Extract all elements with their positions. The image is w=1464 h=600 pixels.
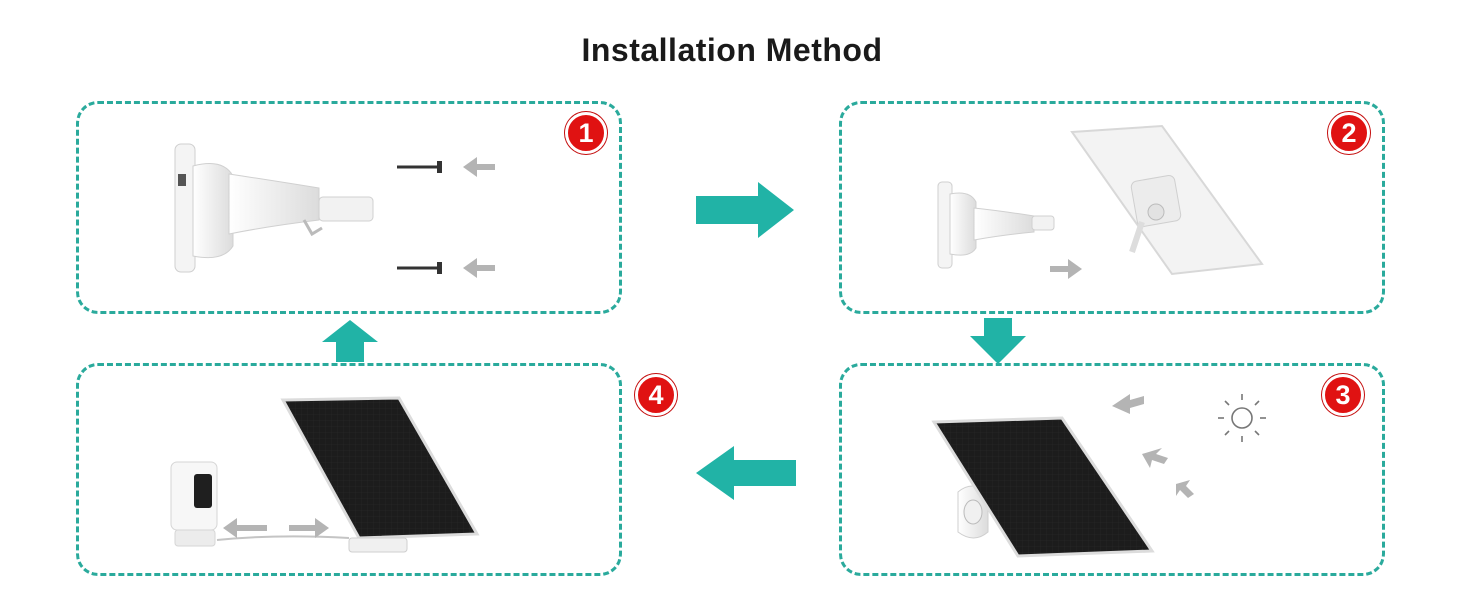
arrow-down-icon [970, 318, 1026, 364]
step-number-badge: 2 [1328, 112, 1370, 154]
arrow-right-icon [696, 182, 794, 238]
sun-icon [1218, 394, 1266, 442]
screw-icon [397, 262, 442, 274]
screw-icon [397, 161, 442, 173]
page-title: Installation Method [581, 32, 883, 68]
camera-icon [170, 461, 218, 547]
white-panel-back-icon [1070, 124, 1264, 276]
step-3-panel: 3 [839, 363, 1385, 576]
step-2-illustration [937, 124, 1264, 279]
step-1-panel: 1 [76, 101, 622, 314]
step-4-illustration [170, 396, 480, 553]
wall-mount-bracket-icon [174, 143, 374, 273]
step-number-badge: 3 [1322, 374, 1364, 416]
cable-icon [216, 535, 350, 541]
step-2-panel: 2 [839, 101, 1385, 314]
gray-arrow-icon [1050, 259, 1082, 279]
wall-mount-bracket-icon [937, 181, 1055, 269]
step-number-badge: 4 [635, 374, 677, 416]
gray-arrow-icon [1112, 394, 1194, 498]
gray-arrow-icon [223, 518, 329, 538]
step-4-panel: 4 [76, 363, 677, 576]
solar-panel-icon [931, 416, 1155, 558]
arrow-left-icon [696, 446, 796, 500]
gray-arrow-icon [463, 157, 495, 278]
step-1-illustration [174, 143, 495, 278]
step-number-badge: 1 [565, 112, 607, 154]
step-3-illustration [931, 394, 1266, 558]
arrow-up-icon [322, 320, 378, 362]
solar-panel-icon [280, 396, 480, 553]
